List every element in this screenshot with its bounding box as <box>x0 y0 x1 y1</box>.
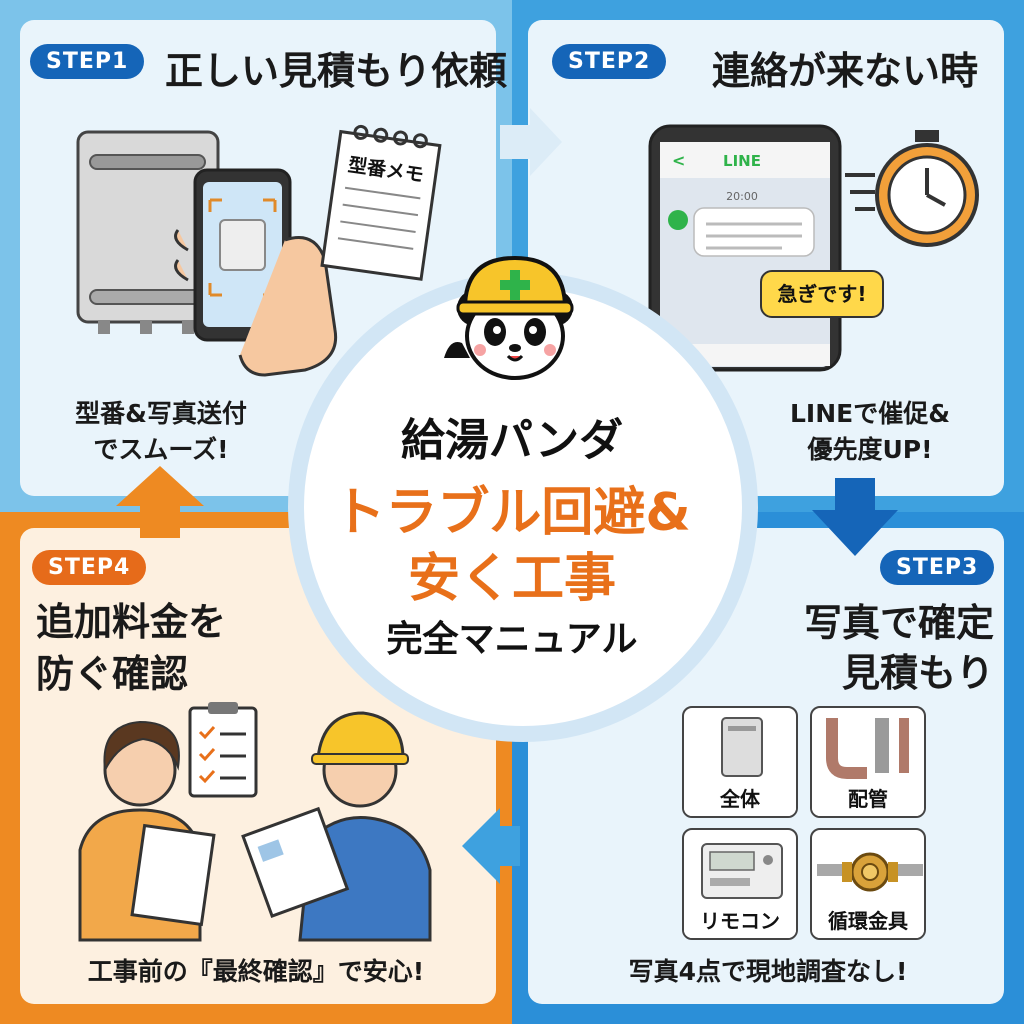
photo-remote: リモコン <box>682 828 798 940</box>
svg-text:<: < <box>672 151 685 170</box>
step1-badge: STEP1 <box>30 44 145 79</box>
photo-label: 全体 <box>684 782 796 816</box>
center-title-line3: 安く工事 <box>407 549 616 609</box>
pipe-icon <box>826 718 909 779</box>
step2-caption: LINEで催促& 優先度UP! <box>740 396 1000 468</box>
worker-icon <box>241 711 432 942</box>
arrow-left-icon <box>462 808 520 884</box>
step3-title-line1: 写真で確定 <box>803 601 994 645</box>
step1-title: 正しい見積もり依頼 <box>165 49 508 93</box>
line-avatar-icon <box>668 210 688 230</box>
fitting-icon <box>817 852 923 892</box>
step4-caption: 工事前の『最終確認』で安心! <box>87 957 425 986</box>
photo-fitting: 循環金具 <box>810 828 926 940</box>
step3-badge: STEP3 <box>880 550 995 585</box>
photo-label: リモコン <box>684 904 796 938</box>
center-subtitle: 完全マニュアル <box>386 619 638 660</box>
step3-caption: 写真4点で現地調査なし! <box>628 957 908 986</box>
memo-pad-icon: 型番メモ <box>320 124 442 281</box>
step4-title-line2: 防ぐ確認 <box>36 652 189 696</box>
stopwatch-icon <box>845 130 979 247</box>
step2-badge: STEP2 <box>552 44 667 79</box>
step2-caption-line2: 優先度UP! <box>807 435 933 464</box>
water-heater-icon <box>721 717 763 777</box>
panda-helmet-icon <box>444 255 574 380</box>
step2-caption-line1: LINEで催促& <box>789 399 951 428</box>
step1-caption-line2: でスムーズ! <box>93 435 229 464</box>
line-chat-phone-illustration: < LINE 20:00 <box>648 124 842 372</box>
center-title-line2: トラブル回避& <box>333 483 691 543</box>
step1-caption: 型番&写真送付 でスムーズ! <box>36 396 286 468</box>
hand-icon <box>238 236 338 377</box>
water-heater-phone-illustration <box>76 130 338 377</box>
photo-label: 配管 <box>812 782 924 816</box>
step2-title: 連絡が来ない時 <box>712 49 979 93</box>
step4-badge: STEP4 <box>32 550 147 585</box>
arrow-up-icon <box>116 466 204 538</box>
arrow-down-icon <box>812 478 898 556</box>
chat-time: 20:00 <box>726 190 758 203</box>
urgent-chat-bubble: 急ぎです! <box>760 270 884 318</box>
photo-label: 循環金具 <box>812 904 924 938</box>
checklist-clipboard-icon <box>188 702 258 798</box>
step1-caption-line1: 型番&写真送付 <box>75 399 247 428</box>
step4-title-line1: 追加料金を <box>36 600 227 644</box>
step4-title: 追加料金を 防ぐ確認 <box>36 596 226 700</box>
customer-icon <box>78 720 216 942</box>
step3-title-line2: 見積もり <box>841 651 994 695</box>
remote-control-icon <box>701 843 783 899</box>
photo-piping: 配管 <box>810 706 926 818</box>
arrow-right-icon <box>500 108 562 176</box>
brand-name: 給湯パンダ <box>400 415 624 466</box>
step3-title: 写真で確定 見積もり <box>764 598 994 698</box>
customer-and-worker-illustration <box>78 711 432 942</box>
photo-overall: 全体 <box>682 706 798 818</box>
app-name: LINE <box>723 152 761 170</box>
